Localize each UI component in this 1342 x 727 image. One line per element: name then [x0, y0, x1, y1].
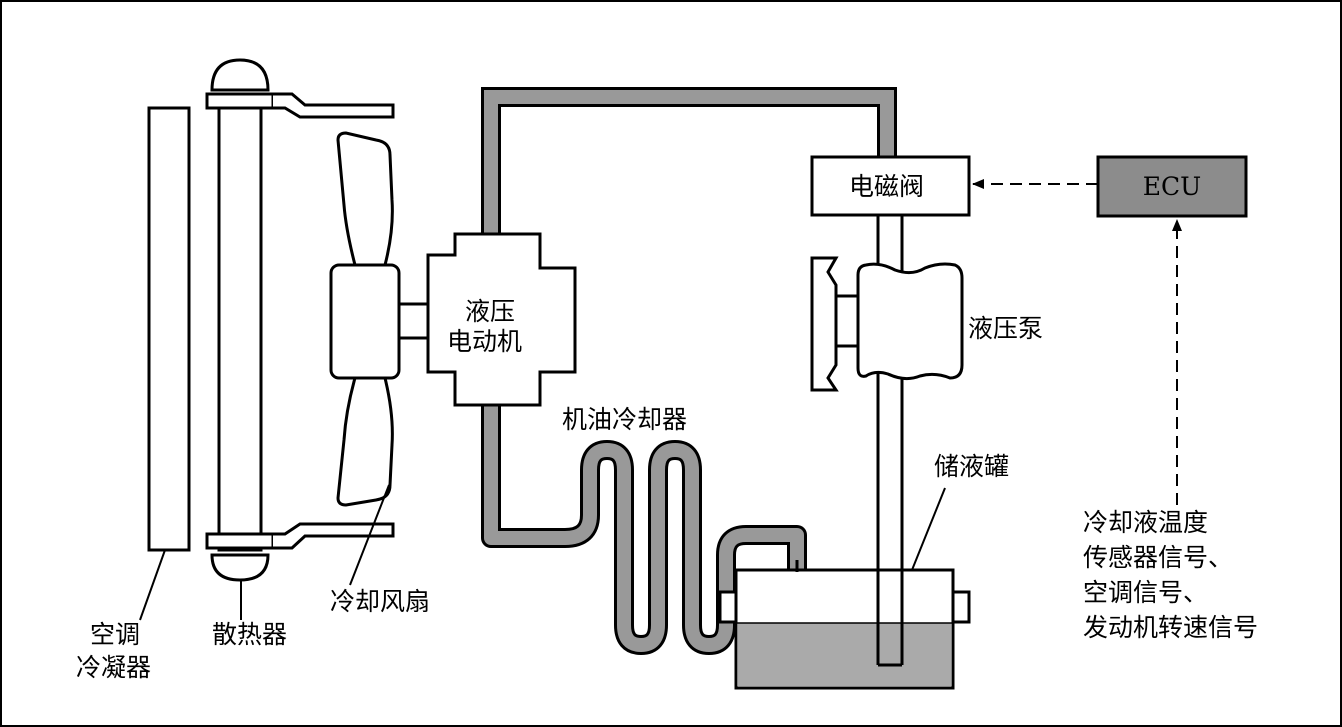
- ecu-label: ECU: [1143, 172, 1201, 201]
- pump-label: 液压泵: [968, 314, 1043, 343]
- radiator: [205, 58, 395, 582]
- hydraulic-motor: [426, 232, 577, 407]
- oil-cooler-label: 机油冷却器: [562, 405, 687, 434]
- fan-leader: [349, 484, 390, 586]
- signals-label-line1: 冷却液温度: [1083, 508, 1208, 537]
- fan-label: 冷却风扇: [330, 587, 430, 616]
- signals-label-line2: 传感器信号、: [1083, 543, 1233, 572]
- condenser-label-line2: 冷凝器: [76, 653, 151, 682]
- condenser-leader: [139, 549, 166, 621]
- signals-label-line4: 发动机转速信号: [1083, 613, 1258, 642]
- reservoir-fluid: [738, 623, 951, 686]
- ecu-box: [1096, 155, 1248, 218]
- motor-label-line2: 电动机: [447, 327, 522, 356]
- reservoir-label: 储液罐: [934, 452, 1009, 481]
- ac-condenser: [147, 106, 191, 552]
- cooling-fan: [329, 131, 430, 507]
- reservoir: [718, 560, 971, 690]
- solenoid-valve-label: 电磁阀: [849, 172, 924, 201]
- signals-label-line3: 空调信号、: [1083, 578, 1208, 607]
- condenser-label-line1: 空调: [90, 620, 140, 649]
- reservoir-leader: [911, 487, 946, 571]
- motor-label-line1: 液压: [465, 297, 515, 326]
- hydraulic-pump: [810, 256, 964, 392]
- solenoid-valve: [810, 155, 971, 217]
- radiator-label: 散热器: [212, 620, 287, 649]
